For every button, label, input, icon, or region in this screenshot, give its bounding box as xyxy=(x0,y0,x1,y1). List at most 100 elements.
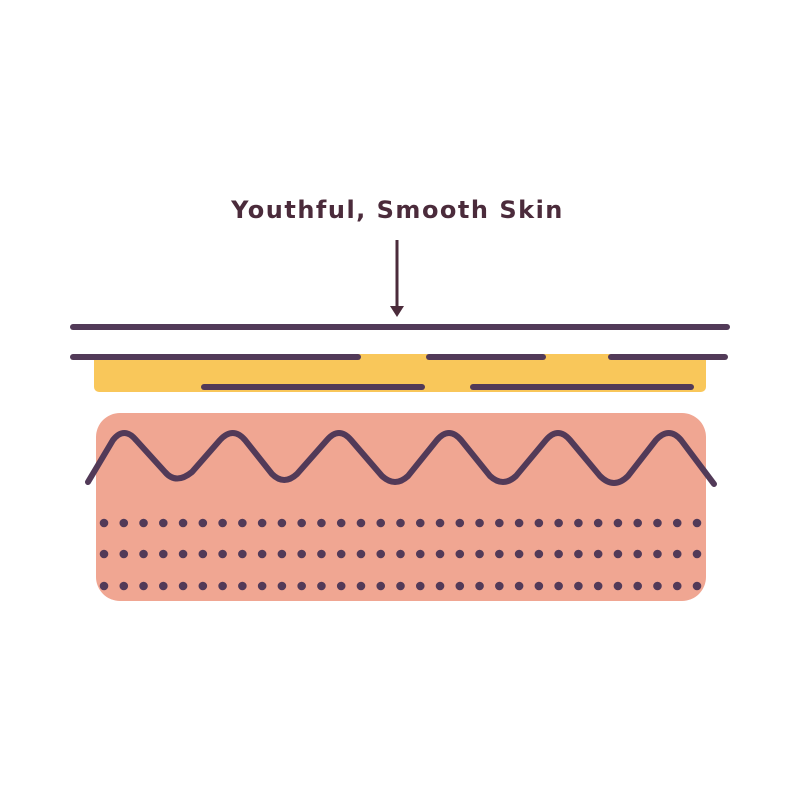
dermis-dot xyxy=(574,518,583,528)
dermis-dot xyxy=(99,581,109,591)
dermis-dot xyxy=(297,581,306,591)
dermis-dot xyxy=(99,518,109,528)
dermis-dot xyxy=(534,581,544,591)
dermis-dot xyxy=(613,549,623,559)
dermis-dot xyxy=(376,549,386,559)
dermis-dot xyxy=(99,549,109,559)
dermis-dot xyxy=(554,518,563,528)
dermis-dot xyxy=(356,549,366,559)
dermis-dot xyxy=(534,549,544,559)
dermis-dot xyxy=(514,518,524,528)
dermis-layer xyxy=(85,413,717,601)
dermis-dot xyxy=(356,518,366,528)
dermis-dot xyxy=(633,518,642,528)
dermis-dot xyxy=(455,549,465,559)
dermis-dot xyxy=(692,518,702,528)
dermis-dots xyxy=(99,518,702,591)
dermis-dot xyxy=(139,549,148,559)
dermis-dot xyxy=(495,549,504,559)
dermis-band xyxy=(96,413,706,601)
dermis-dot xyxy=(178,581,188,591)
dermis-dot xyxy=(119,549,129,559)
epidermis-layer xyxy=(70,324,730,392)
dermis-dot xyxy=(218,549,227,559)
dermis-dot xyxy=(653,518,662,528)
dermis-dot xyxy=(257,549,267,559)
dermis-dot xyxy=(396,581,405,591)
dermis-dot xyxy=(317,518,326,528)
dermis-dot xyxy=(435,581,445,591)
dermal-wave xyxy=(85,430,717,487)
dermis-dot xyxy=(692,581,702,591)
dermis-dot xyxy=(198,549,208,559)
dermis-dot xyxy=(495,518,504,528)
dermis-dot xyxy=(178,518,188,528)
dermis-dot xyxy=(159,549,168,559)
diagram-title: Youthful, Smooth Skin xyxy=(231,196,564,224)
dermis-dot xyxy=(653,549,662,559)
dermis-dot xyxy=(336,581,346,591)
dermis-dot xyxy=(238,581,247,591)
dermis-dot xyxy=(119,518,129,528)
dermis-dot xyxy=(475,518,484,528)
dermis-dot xyxy=(376,518,386,528)
dermis-dot xyxy=(336,549,346,559)
dermis-dot xyxy=(317,581,326,591)
dermis-dot xyxy=(633,581,642,591)
dermis-dot xyxy=(336,518,346,528)
dermis-dot xyxy=(119,581,129,591)
dermis-dot xyxy=(574,549,583,559)
dermis-dot xyxy=(396,549,405,559)
dermis-dot xyxy=(257,518,267,528)
dermis-dot xyxy=(277,518,287,528)
dermis-dot xyxy=(238,549,247,559)
dermis-dot xyxy=(475,549,484,559)
dermis-dot xyxy=(672,518,682,528)
dermis-dot xyxy=(376,581,386,591)
dermis-dot xyxy=(435,518,445,528)
dermis-dot xyxy=(495,581,504,591)
dermis-dot xyxy=(593,518,603,528)
dermis-dot xyxy=(534,518,544,528)
dermis-dot xyxy=(455,581,465,591)
dermis-dot xyxy=(653,581,662,591)
dermis-dot xyxy=(415,518,425,528)
dermis-dot xyxy=(396,518,405,528)
dermis-dot xyxy=(415,549,425,559)
dermis-dot xyxy=(297,518,306,528)
dermis-dot xyxy=(277,549,287,559)
dermis-dot xyxy=(415,581,425,591)
dermis-dot xyxy=(238,518,247,528)
dermis-dot xyxy=(574,581,583,591)
dermis-dot xyxy=(475,581,484,591)
dermis-dot xyxy=(554,581,563,591)
dermis-dot xyxy=(159,518,168,528)
dermis-dot xyxy=(297,549,306,559)
epidermis-band xyxy=(94,354,706,392)
dermis-dot xyxy=(554,549,563,559)
dermis-dot xyxy=(317,549,326,559)
dermis-dot xyxy=(593,581,603,591)
dermis-dot xyxy=(692,549,702,559)
dermis-dot xyxy=(672,581,682,591)
pointer-arrow xyxy=(390,240,404,317)
dermis-dot xyxy=(356,581,366,591)
dermis-dot xyxy=(257,581,267,591)
dermis-dot xyxy=(218,581,227,591)
dermis-dot xyxy=(198,518,208,528)
dermis-dot xyxy=(514,549,524,559)
dermis-dot xyxy=(277,581,287,591)
dermis-dot xyxy=(435,549,445,559)
dermis-dot xyxy=(613,518,623,528)
dermis-dot xyxy=(593,549,603,559)
dermis-dot xyxy=(514,581,524,591)
dermis-dot xyxy=(633,549,642,559)
dermis-dot xyxy=(139,518,148,528)
dermis-dot xyxy=(139,581,148,591)
dermis-dot xyxy=(613,581,623,591)
dermis-dot xyxy=(672,549,682,559)
dermis-dot xyxy=(198,581,208,591)
dermis-dot xyxy=(455,518,465,528)
